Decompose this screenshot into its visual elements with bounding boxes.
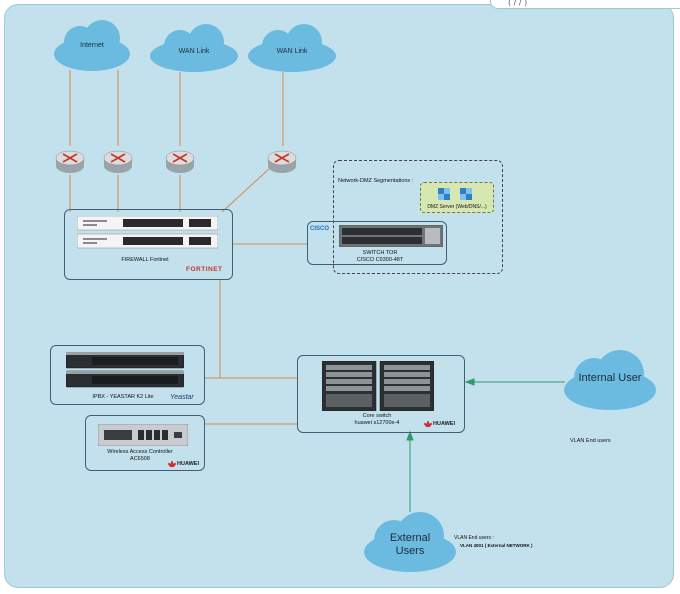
router-icon: [267, 150, 297, 173]
core-switch-line1: Core switch: [362, 413, 392, 419]
router-icon: [103, 150, 133, 173]
diagram-background: [4, 4, 674, 588]
link-router4-firewall: [221, 167, 271, 213]
router-icon: [55, 150, 85, 173]
switch-tor-line2: CISCO C9300-48T: [356, 257, 404, 263]
huawei-logo: HUAWEI: [433, 421, 455, 427]
firewall-label: FIREWALL Fortinet: [121, 257, 169, 263]
cloud-label: WAN Link: [276, 48, 308, 55]
dmz-server-label: DMZ Server (Web/DNS/...): [427, 204, 487, 210]
dmz-server-icon: [438, 188, 472, 200]
cloud-icon: [364, 512, 456, 572]
huawei-flower-icon: [424, 421, 432, 428]
link-firewall-core: [219, 280, 297, 379]
cloud-label: Internet: [80, 42, 104, 49]
firewall-appliance: [77, 216, 218, 249]
cloud-internal-user: Internal User: [562, 348, 658, 412]
wireless-controller-line2: AC6508: [130, 456, 150, 462]
arrow-external: [406, 430, 414, 441]
vlan-external-line1: VLAN End users :: [454, 535, 494, 541]
top-edge: [490, 0, 680, 9]
core-switch-chassis: [322, 361, 434, 411]
cloud-wan-1: WAN Link: [148, 22, 240, 74]
vlan-internal-label: VLAN End users: [570, 438, 611, 444]
router-icon: [165, 150, 195, 173]
cloud-icon: [54, 20, 130, 71]
huawei-flower-icon: [168, 461, 176, 468]
firewall-group: [64, 209, 233, 280]
core-switch-group: [297, 355, 465, 433]
huawei-logo: HUAWEI: [177, 461, 199, 467]
dmz-server-box: [420, 182, 494, 213]
vlan-external-line2: VLAN 4001 ( External NETWORK ): [460, 543, 533, 548]
dmz-segmentation-area: [333, 160, 503, 274]
cloud-internet: Internet: [52, 18, 132, 73]
yeastar-logo: Yeastar: [170, 394, 194, 401]
switch-tor-line1: SWITCH TOR: [362, 250, 398, 256]
wireless-controller-line1: Wireless Access Controller: [107, 449, 173, 455]
cloud-label: External Users: [389, 532, 431, 557]
cloud-wan-2: WAN Link: [246, 22, 338, 74]
cloud-label: Internal User: [578, 372, 642, 384]
dmz-title: Network-DMZ Segmentations :: [338, 178, 414, 184]
wireless-controller-group: [85, 415, 205, 471]
ipbx-group: [50, 345, 205, 405]
cloud-label: WAN Link: [178, 48, 210, 55]
switch-tor-appliance: [339, 225, 443, 247]
header-mark: ( / / ): [508, 0, 528, 7]
cloud-external-users: External Users: [362, 510, 458, 574]
arrow-internal: [464, 378, 475, 386]
core-switch-line2: huawei s12700e-4: [354, 420, 400, 426]
switch-tor-group: [307, 221, 447, 265]
wireless-controller-appliance: [98, 424, 188, 446]
ipbx-appliance: [66, 352, 184, 388]
cloud-icon: [564, 350, 656, 410]
cisco-logo: CISCO: [310, 226, 330, 232]
cloud-icon: [150, 24, 238, 72]
ipbx-label: IPBX - YEASTAR K2 Lite: [92, 394, 154, 400]
cloud-icon: [248, 24, 336, 72]
fortinet-logo: FORTINET: [186, 266, 223, 273]
